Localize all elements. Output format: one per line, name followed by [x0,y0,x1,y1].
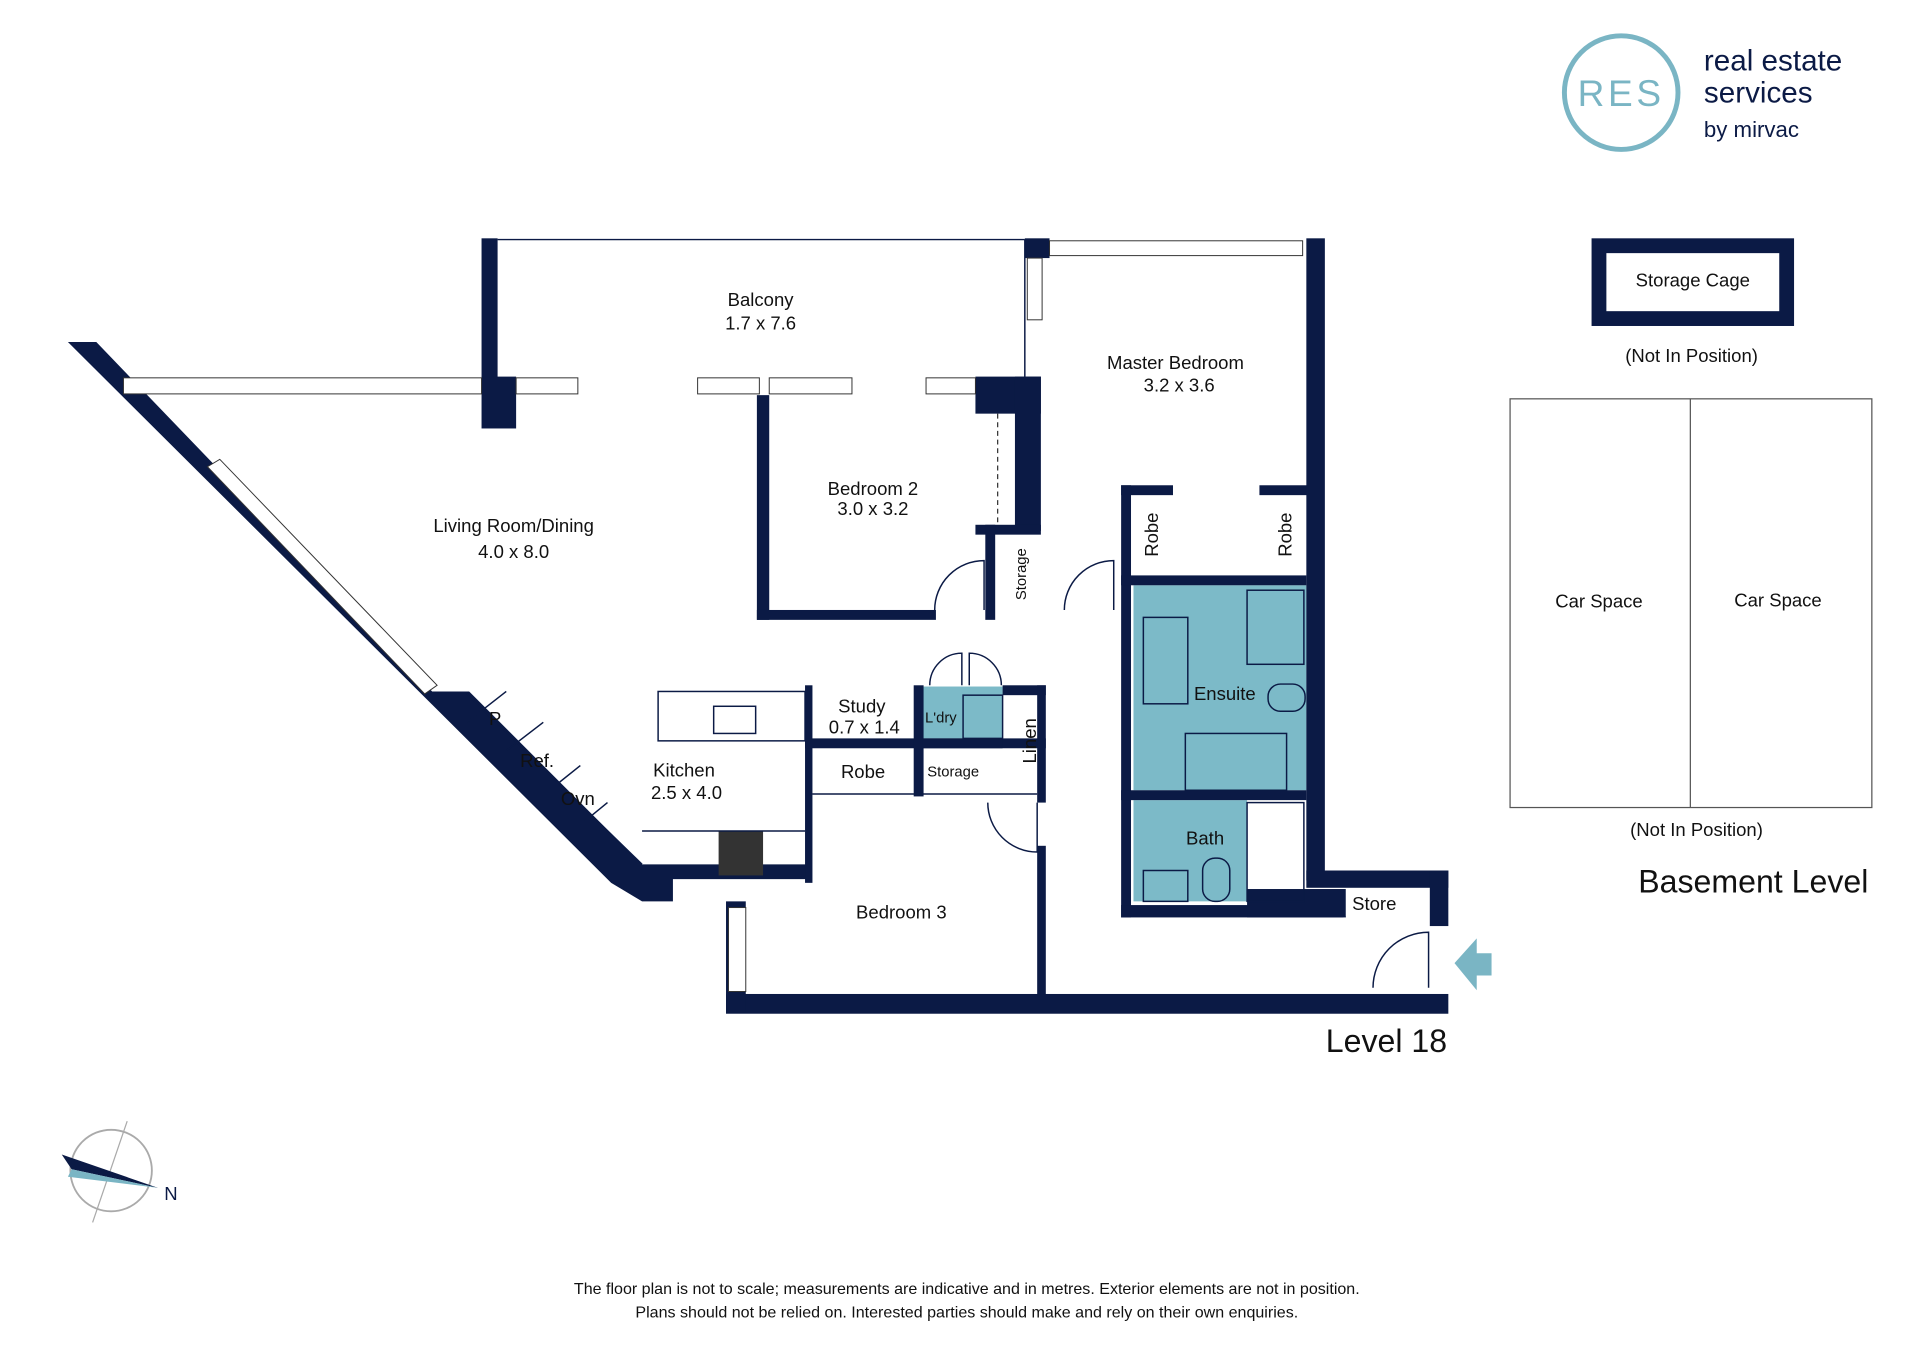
bath-label: Bath [1186,828,1224,849]
balcony-size: 1.7 x 7.6 [725,313,796,334]
svg-text:real estate: real estate [1704,44,1842,77]
bedroom2-label: Bedroom 2 [828,478,919,499]
disclaimer-line-2: Plans should not be relied on. Intereste… [635,1303,1298,1321]
storage-cage-note: (Not In Position) [1625,345,1758,366]
linen-label: Linen [1019,718,1040,763]
svg-text:services: services [1704,77,1813,110]
oven-label: Ovn [561,788,595,809]
storage-cage-label: Storage Cage [1636,269,1750,290]
storage-label: Storage [1014,548,1030,600]
ensuite-label: Ensuite [1194,683,1256,704]
entry-arrow-icon [1454,938,1492,991]
disclaimer-line-1: The floor plan is not to scale; measurem… [574,1280,1360,1298]
study-label: Study [838,695,886,716]
kitchen-size: 2.5 x 4.0 [651,782,722,803]
ensuite-floor [1133,585,1307,791]
study-size: 0.7 x 1.4 [829,716,900,737]
master-label: Master Bedroom [1107,352,1244,373]
car-space-note: (Not In Position) [1630,819,1763,840]
fixtures [466,413,1430,988]
robe-label-2: Robe [1275,513,1296,557]
svg-text:by mirvac: by mirvac [1704,117,1799,142]
pantry-label: P [489,708,501,729]
windows [122,238,1304,992]
basement-section: Storage Cage (Not In Position) Car Space… [1509,238,1873,900]
res-logo: RES real estate services by mirvac [1561,33,1842,152]
storage-label-2: Storage [927,765,979,781]
bedroom3-label: Bedroom 3 [856,902,947,923]
svg-text:N: N [164,1183,177,1204]
bath-floor [1133,800,1248,902]
balcony-label: Balcony [728,289,795,310]
robe-label-3: Robe [841,761,885,782]
basement-title: Basement Level [1638,864,1868,900]
robe-label-1: Robe [1141,513,1162,557]
car-space-2: Car Space [1734,589,1821,610]
car-space-1: Car Space [1555,591,1642,612]
store-label: Store [1352,893,1396,914]
living-size: 4.0 x 8.0 [478,541,549,562]
laundry-label: L'dry [925,710,957,726]
svg-text:RES: RES [1578,72,1665,114]
level-label: Level 18 [1326,1023,1447,1059]
living-label: Living Room/Dining [433,515,594,536]
compass-icon: N [61,1120,178,1223]
kitchen-label: Kitchen [653,760,715,781]
fridge-label: Ref. [520,750,554,771]
master-size: 3.2 x 3.6 [1144,374,1215,395]
bedroom2-size: 3.0 x 3.2 [837,498,908,519]
